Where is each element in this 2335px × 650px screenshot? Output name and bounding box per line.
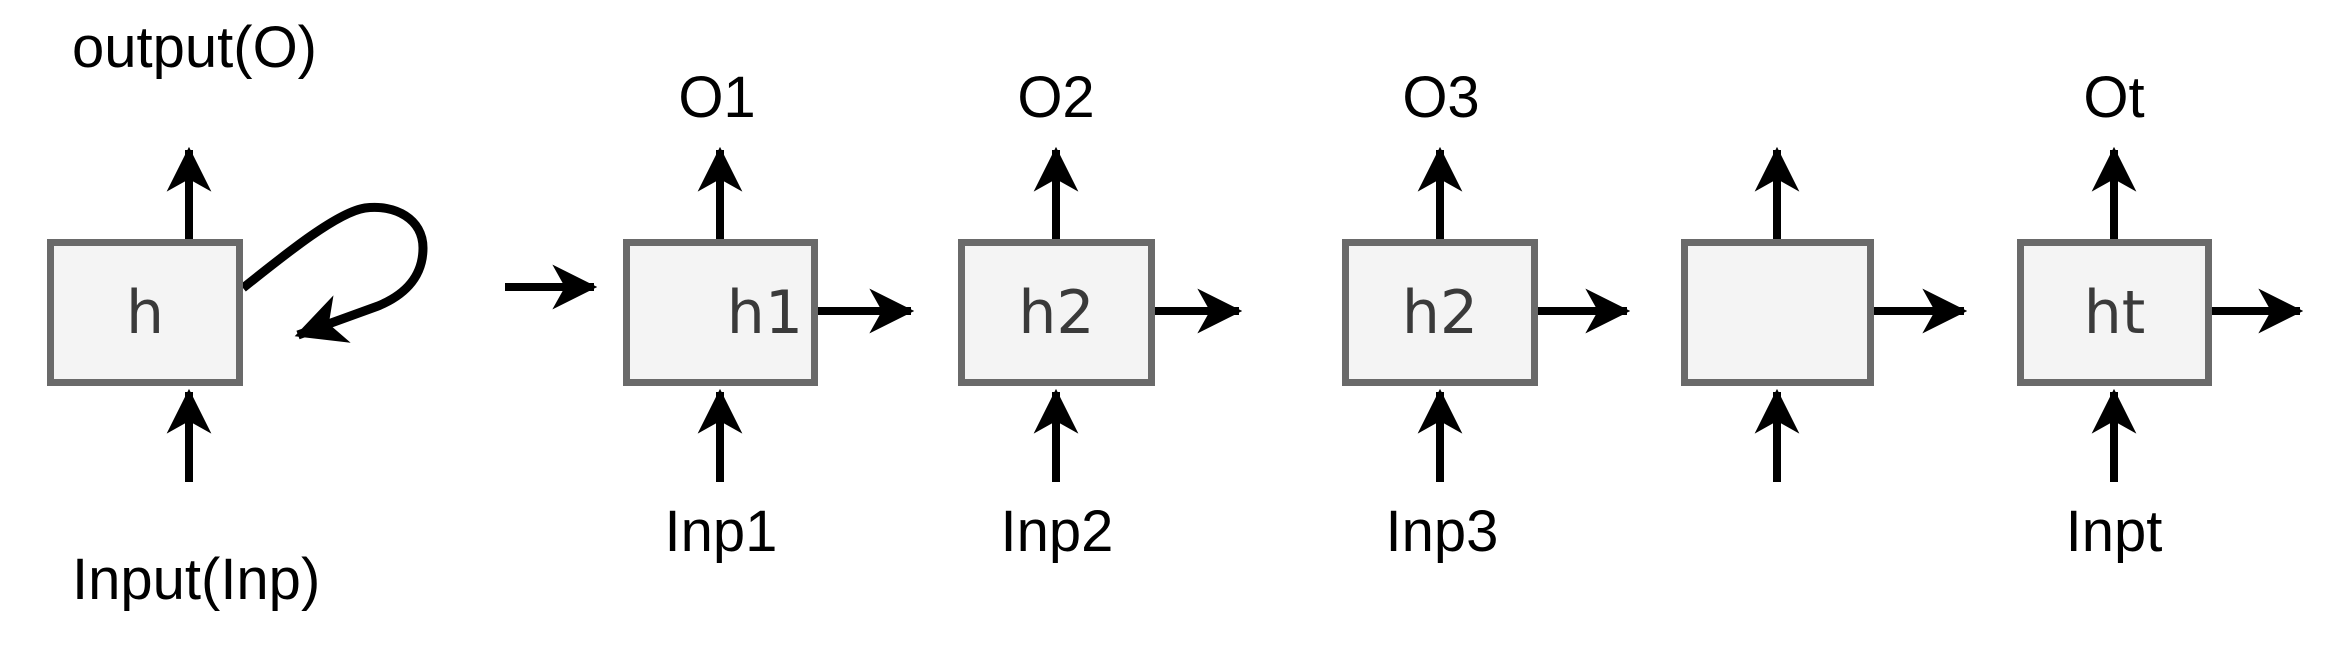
recurrent-loop-arrow	[240, 202, 428, 343]
state-box-t1: h1	[623, 239, 818, 386]
state-box-t3: h2	[1342, 239, 1538, 386]
state-box-t1-label: h1	[726, 277, 803, 348]
state-box-rolled-label: h	[125, 277, 165, 348]
rolled-output-label: output(O)	[72, 15, 317, 80]
state-box-t2-label: h2	[1018, 277, 1095, 348]
state-box-t3-label: h2	[1401, 277, 1479, 348]
output-label-t2: O2	[1017, 65, 1095, 130]
output-label-tt: Ot	[2083, 65, 2145, 130]
input-label-tt: Inpt	[2065, 499, 2163, 564]
state-box-rolled: h	[47, 239, 243, 386]
output-label-t1: O1	[678, 65, 756, 130]
state-box-tt: ht	[2017, 239, 2212, 386]
rolled-input-label: Input(Inp)	[72, 547, 321, 612]
input-label-t3: Inp3	[1385, 499, 1499, 564]
state-box-t2: h2	[958, 239, 1155, 386]
state-box-t4	[1681, 239, 1874, 386]
input-label-t1: Inp1	[664, 499, 778, 564]
state-box-tt-label: ht	[2083, 277, 2146, 348]
output-label-t3: O3	[1402, 65, 1480, 130]
input-label-t2: Inp2	[1000, 499, 1114, 564]
